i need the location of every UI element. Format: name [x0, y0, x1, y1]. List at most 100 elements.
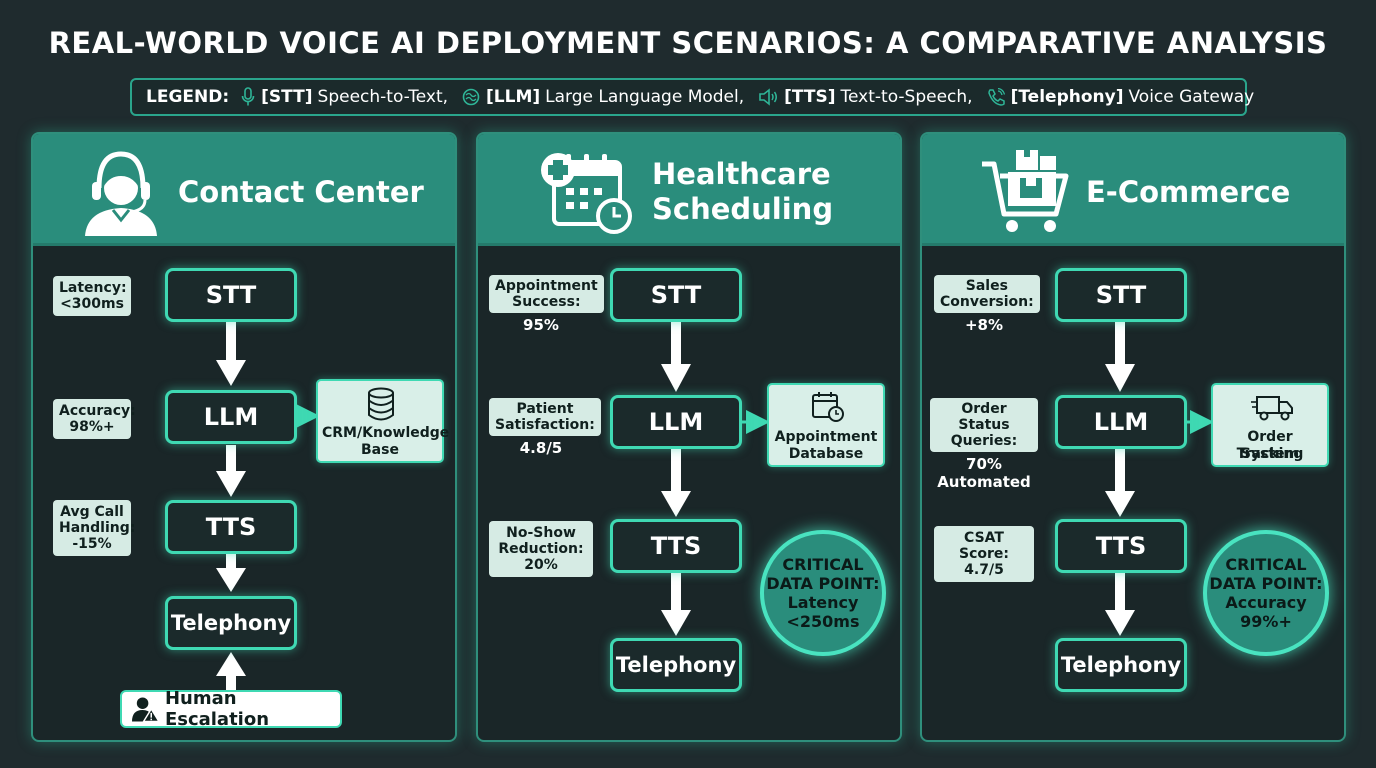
legend: LEGEND: [STT] Speech-to-Text, [LLM] Larg… — [130, 78, 1254, 116]
critical-line: Accuracy — [1225, 593, 1307, 612]
flow-arrow — [1105, 322, 1135, 392]
metric-value: 98%+ — [69, 419, 115, 435]
side-label-line1: Order Tracking — [1236, 429, 1304, 462]
node-llm: LLM — [1055, 395, 1187, 449]
panel-header: E-Commerce — [922, 134, 1344, 246]
metric-no-show-reduction: No-Show Reduction: 20% — [489, 521, 593, 577]
metric-label-text: Queries: — [950, 433, 1018, 449]
legend-item-telephony: [Telephony] Voice Gateway — [987, 87, 1255, 107]
headset-agent-icon — [85, 151, 157, 236]
legend-text: Speech-to-Text, — [317, 87, 449, 107]
metric-sales-conversion: Sales Conversion: +8% — [934, 275, 1040, 334]
escalation-label: Human Escalation — [164, 688, 270, 730]
delivery-truck-icon — [1251, 396, 1293, 421]
metric-label: Avg Call Handling: -15% — [53, 500, 135, 556]
critical-line: DATA POINT: — [1209, 574, 1323, 593]
escalation-arrow — [216, 652, 246, 690]
critical-data-point: CRITICAL DATA POINT: Accuracy 99%+ — [1203, 530, 1329, 656]
calendar-clock-icon — [812, 392, 844, 422]
node-stt: STT — [1055, 268, 1187, 322]
node-tts: TTS — [165, 500, 297, 554]
flow-arrow — [1105, 573, 1135, 636]
metric-value: <300ms — [60, 296, 124, 312]
panel-title-line1: Healthcare — [652, 157, 831, 191]
metric-appointment-success: Appointment Success: 95% — [489, 275, 604, 333]
legend-item-tts: [TTS] Text-to-Speech, — [758, 87, 973, 107]
metric-order-status-queries: Order Status Queries: 70% Automated — [930, 398, 1038, 490]
critical-line: Latency — [787, 593, 859, 612]
metric-label-text: Latency: — [59, 280, 127, 296]
panel-header: Healthcare Scheduling — [478, 134, 900, 246]
brain-icon — [462, 88, 480, 106]
microphone-icon — [241, 87, 255, 106]
node-stt: STT — [610, 268, 742, 322]
metric-value: -15% — [72, 536, 112, 552]
legend-key: [Telephony] — [1010, 87, 1124, 107]
node-stt: STT — [165, 268, 297, 322]
node-telephony: Telephony — [1055, 638, 1187, 692]
flow-arrow — [661, 573, 691, 636]
metric-label-text: Accuracy: — [59, 403, 136, 419]
metric-label-text: Reduction: — [498, 541, 584, 557]
metric-label: Patient Satisfaction: — [489, 398, 601, 436]
metric-label-text: Sales — [965, 278, 1008, 294]
flow-arrow — [216, 553, 246, 592]
panel-title: Contact Center — [178, 175, 424, 209]
side-appointment-database: Appointment Database — [767, 383, 885, 467]
critical-line: 99%+ — [1240, 612, 1292, 631]
metric-label: Latency: <300ms — [53, 276, 131, 316]
metric-value: 20% — [524, 557, 558, 573]
metric-value: 4.7/5 — [964, 562, 1004, 578]
node-telephony: Telephony — [610, 638, 742, 692]
phone-icon — [987, 88, 1005, 106]
metric-label-text: Patient — [516, 401, 574, 417]
medical-calendar-icon — [541, 153, 632, 234]
critical-data-point: CRITICAL DATA POINT: Latency <250ms — [760, 530, 886, 656]
panel-title-line2: Scheduling — [652, 192, 834, 226]
metric-label: Accuracy: 98%+ — [53, 399, 136, 439]
metric-label: Order Status Queries: — [930, 398, 1038, 452]
metric-label-text: Conversion: — [940, 294, 1034, 310]
side-label-line2: System — [1240, 446, 1300, 462]
metric-latency: Latency: <300ms — [53, 276, 131, 316]
metric-label-text: Order Status — [958, 401, 1010, 433]
shopping-cart-icon — [982, 150, 1069, 232]
panel-header: Contact Center — [33, 134, 455, 246]
speaker-icon — [759, 88, 778, 106]
person-alert-icon — [132, 697, 159, 723]
metric-label-text: Satisfaction: — [495, 417, 595, 433]
metric-value: 70% — [966, 455, 1002, 473]
human-escalation: Human Escalation — [120, 688, 342, 730]
flow-arrow — [216, 445, 246, 497]
flow-arrow — [216, 322, 246, 386]
side-label: CRM/Knowledge Base — [322, 425, 450, 458]
node-llm: LLM — [165, 390, 297, 444]
metric-label: No-Show Reduction: 20% — [489, 521, 593, 577]
node-llm: LLM — [610, 395, 742, 449]
metric-avg-call-handling: Avg Call Handling: -15% — [53, 500, 135, 556]
metric-patient-satisfaction: Patient Satisfaction: 4.8/5 — [489, 398, 601, 457]
legend-key: [STT] — [261, 87, 313, 107]
legend-text: Large Language Model, — [545, 87, 745, 107]
metric-csat-score: CSAT Score: 4.7/5 — [934, 526, 1034, 582]
metric-label: CSAT Score: 4.7/5 — [934, 526, 1034, 582]
metric-label-text: Avg Call Handling: — [59, 504, 136, 536]
side-label-line2: Database — [788, 446, 864, 462]
node-telephony: Telephony — [165, 596, 297, 650]
side-crm-knowledge-base: CRM/Knowledge Base — [316, 379, 450, 463]
metric-value: +8% — [964, 316, 1004, 334]
database-icon — [368, 387, 394, 421]
critical-line: CRITICAL — [782, 555, 864, 574]
metric-label-text: CSAT Score: — [959, 530, 1009, 562]
node-tts: TTS — [610, 519, 742, 573]
node-tts: TTS — [1055, 519, 1187, 573]
legend-item-llm: [LLM] Large Language Model, — [462, 87, 744, 107]
critical-line: <250ms — [786, 612, 860, 631]
side-label-line1: Appointment — [774, 429, 878, 445]
metric-label-text: Success: — [512, 294, 581, 310]
legend-heading: LEGEND: — [146, 87, 230, 107]
metric-value: Automated — [937, 473, 1031, 491]
legend-text: Text-to-Speech, — [840, 87, 973, 107]
legend-text: Voice Gateway — [1128, 87, 1255, 107]
metric-value: 4.8/5 — [519, 439, 563, 457]
